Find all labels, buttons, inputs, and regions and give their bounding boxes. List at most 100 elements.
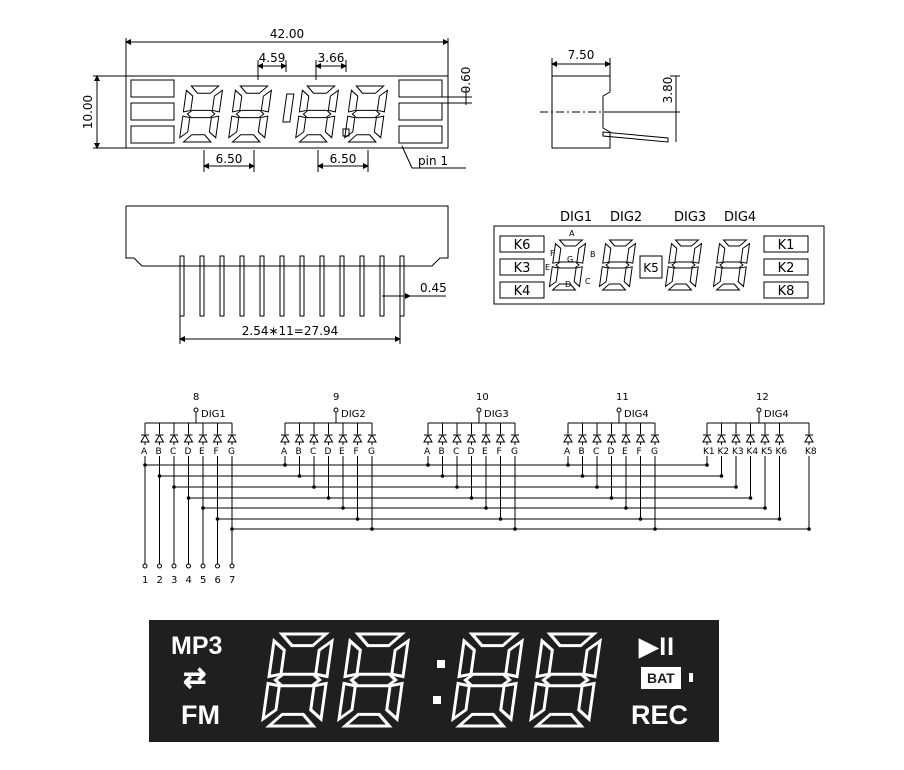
- lcd-digit-3-seg-f: [457, 637, 476, 679]
- segment-label: K6: [776, 447, 788, 457]
- box-k1-label: K1: [778, 238, 795, 253]
- top-digit-4-seg-b: [376, 89, 389, 113]
- lcd-digit-4-seg-d: [533, 712, 585, 728]
- segment-label: A: [564, 447, 571, 457]
- layout-digit-4-seg-c: [737, 266, 747, 288]
- top-digit-1-seg-b: [211, 89, 224, 113]
- segment-label: G: [511, 447, 518, 457]
- segment-label: A: [424, 447, 431, 457]
- segment-label: F: [214, 447, 219, 457]
- layout-digit-2-seg-a: [608, 239, 634, 247]
- top-digit-3-seg-g: [302, 109, 332, 119]
- lcd-digit-1: [261, 632, 334, 728]
- layout-frame: [493, 225, 825, 305]
- play-pause-icon: ▶II: [639, 633, 676, 661]
- indicator-box-left-2: [130, 102, 175, 121]
- front-pin-11: [379, 255, 385, 317]
- top-digit-4-seg-f: [347, 89, 359, 113]
- layout-digit-1: [548, 239, 587, 291]
- lcd-digit-3-seg-d: [455, 712, 507, 728]
- led-diode: [481, 433, 491, 443]
- box-k8-label: K8: [778, 284, 795, 299]
- lcd-digit-3: [451, 632, 524, 728]
- indicator-box-left-1: [130, 79, 175, 98]
- led-diode: [140, 433, 150, 443]
- box-k6-label: K6: [514, 238, 531, 253]
- dim-digit-pitch: 4.59: [259, 51, 286, 65]
- segment-label: D: [608, 447, 615, 457]
- common-pin-name: DIG2: [341, 409, 366, 420]
- layout-digit-3-seg-a: [674, 239, 700, 247]
- top-digit-4-seg-g: [351, 109, 381, 119]
- colon-bar: [282, 93, 295, 123]
- lcd-digit-2-seg-b: [390, 637, 410, 679]
- front-pin-8: [319, 255, 325, 317]
- segment-label: K8: [805, 447, 817, 457]
- layout-digit-2-seg-g: [605, 261, 630, 269]
- segment-label: D: [325, 447, 332, 457]
- segment-label: D: [185, 447, 192, 457]
- top-view-digits: [179, 85, 389, 143]
- segment-label: B: [579, 447, 585, 457]
- front-pin-5: [259, 255, 265, 317]
- front-pin-2: [199, 255, 205, 317]
- layout-digit-4-seg-e: [712, 266, 723, 288]
- top-digit-2-seg-e: [228, 115, 240, 139]
- top-digit-1-seg-e: [179, 115, 191, 139]
- layout-digit-3-seg-f: [668, 242, 678, 264]
- front-view: [125, 205, 449, 344]
- common-pin-name: DIG3: [484, 409, 509, 420]
- layout-digit-3-seg-d: [667, 283, 693, 291]
- side-view-pin: [602, 131, 669, 143]
- led-diode: [563, 433, 573, 443]
- front-pin-12: [399, 255, 405, 317]
- lcd-digit-4-seg-a: [546, 632, 598, 648]
- top-digit-1-seg-d: [182, 134, 212, 143]
- top-digit-2-seg-c: [257, 115, 269, 139]
- lcd-digit-1-seg-e: [261, 681, 281, 723]
- layout-digit-3-seg-c: [689, 266, 699, 288]
- segment-label: F: [637, 447, 642, 457]
- common-pin-name: DIG1: [201, 409, 226, 420]
- segment-label: A: [141, 447, 148, 457]
- lcd-digit-4: [529, 632, 602, 728]
- lcd-digit-2-seg-c: [385, 681, 404, 723]
- box-k4-label: K4: [514, 284, 531, 299]
- indicator-box-right-1: [398, 79, 443, 98]
- dim-digit-span-left: 6.50: [216, 152, 243, 166]
- segment-label: C: [593, 447, 599, 457]
- led-diode: [621, 433, 631, 443]
- top-digit-2: [228, 85, 273, 143]
- layout-digit-4-seg-a: [722, 239, 748, 247]
- common-pin-number: 11: [616, 392, 629, 403]
- common-pin-terminal: [333, 407, 339, 413]
- segment-label: A: [281, 447, 288, 457]
- top-digit-4-seg-c: [373, 115, 385, 139]
- label-dig4: DIG4: [724, 210, 756, 225]
- box-k8: [763, 281, 809, 299]
- segment-layout: [493, 225, 825, 305]
- common-pin-terminal: [756, 407, 762, 413]
- segment-label: B: [439, 447, 445, 457]
- box-k1: [763, 235, 809, 253]
- layout-digits: [548, 239, 751, 291]
- dim-digit-span-right: 6.50: [330, 152, 357, 166]
- segment-label: F: [354, 447, 359, 457]
- common-pin-number: 12: [756, 392, 769, 403]
- led-diode: [309, 433, 319, 443]
- top-digit-4-seg-d: [347, 134, 377, 143]
- seg-letter-d: D: [565, 280, 571, 289]
- front-pin-6: [279, 255, 285, 317]
- common-pin-number: 9: [333, 392, 339, 403]
- layout-digit-2-seg-c: [623, 266, 633, 288]
- common-pin-terminal: [476, 407, 482, 413]
- lcd-digit-2-seg-e: [337, 681, 357, 723]
- led-diode: [760, 433, 770, 443]
- segment-label: C: [453, 447, 459, 457]
- layout-digit-4-seg-d: [715, 283, 741, 291]
- common-pin-number: 8: [193, 392, 199, 403]
